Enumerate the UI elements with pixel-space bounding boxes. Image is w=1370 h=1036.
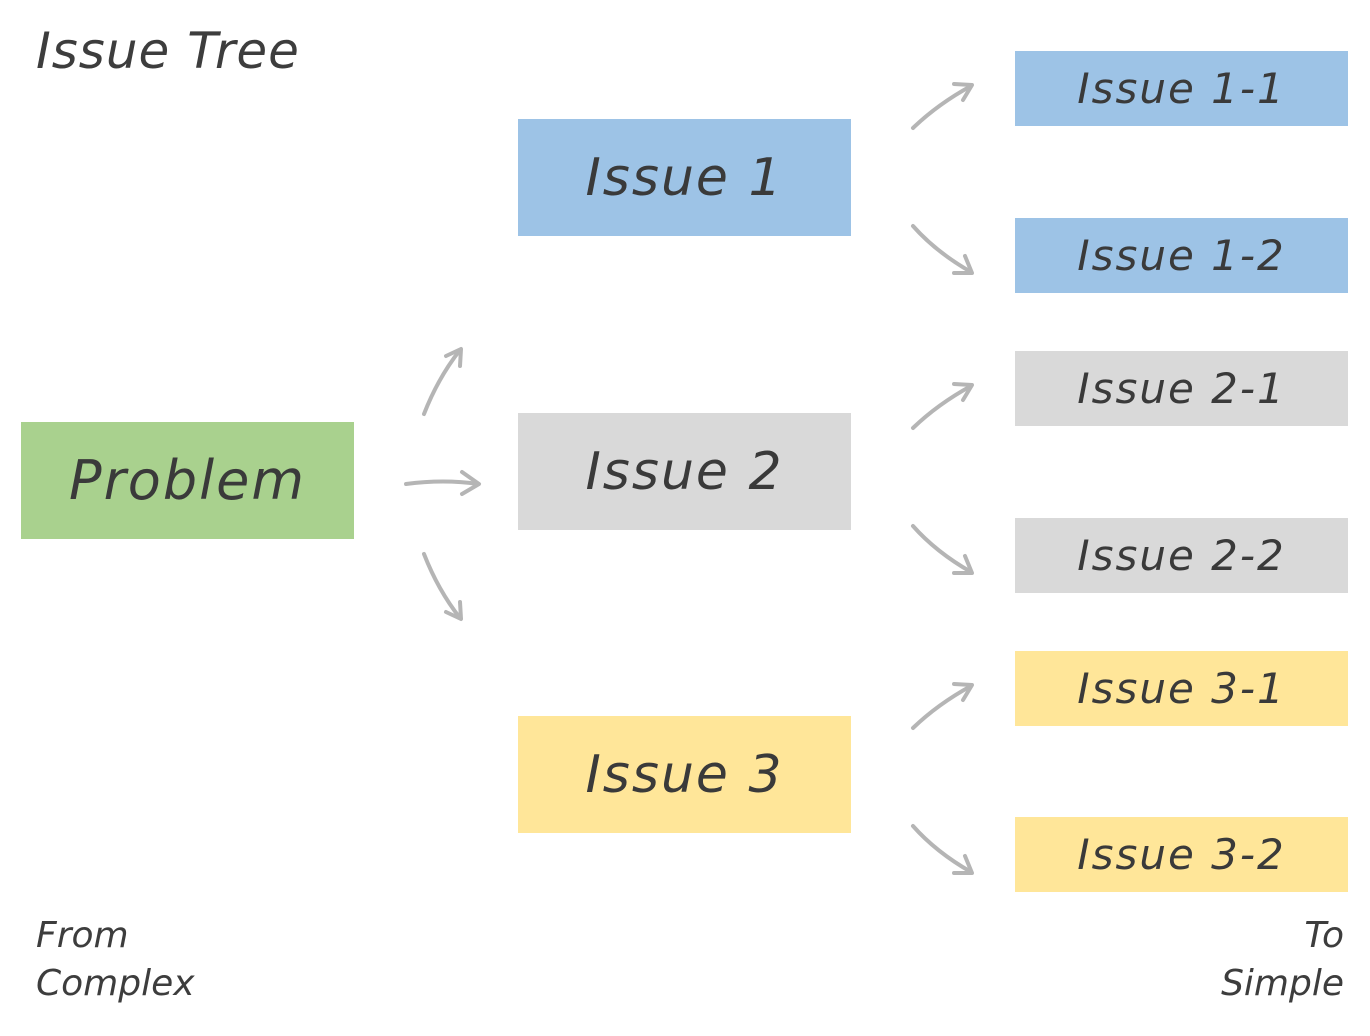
node-issue-1-2-label: Issue 1-2 [1077, 231, 1286, 280]
node-issue-3-2: Issue 3-2 [1015, 817, 1348, 892]
node-issue-1-1-label: Issue 1-1 [1077, 64, 1286, 113]
caption-right-line-1: To [1304, 915, 1344, 956]
arrow-problem-to-issue-3 [422, 552, 463, 621]
caption-left-line-1: From [36, 915, 129, 956]
arrow-issue-3-to-issue-3-2 [911, 824, 974, 875]
node-issue-2-1-label: Issue 2-1 [1077, 364, 1286, 413]
diagram-title: Issue Tree [36, 22, 300, 80]
node-issue-1-1: Issue 1-1 [1015, 51, 1348, 126]
caption-right-line-2: Simple [1221, 963, 1344, 1004]
node-problem-label: Problem [69, 449, 306, 512]
node-issue-3-label: Issue 3 [585, 744, 784, 805]
arrow-issue-1-to-issue-1-1 [911, 82, 974, 130]
node-issue-2: Issue 2 [518, 413, 851, 530]
node-issue-1-label: Issue 1 [585, 147, 784, 208]
caption-left-line-2: Complex [36, 963, 195, 1004]
node-issue-3-1: Issue 3-1 [1015, 651, 1348, 726]
node-issue-1-2: Issue 1-2 [1015, 218, 1348, 293]
node-issue-2-1: Issue 2-1 [1015, 351, 1348, 426]
arrow-issue-2-to-issue-2-2 [911, 524, 974, 575]
node-issue-2-2-label: Issue 2-2 [1077, 531, 1286, 580]
arrow-issue-3-to-issue-3-1 [911, 682, 974, 730]
node-issue-1: Issue 1 [518, 119, 851, 236]
node-issue-2-2: Issue 2-2 [1015, 518, 1348, 593]
node-problem: Problem [21, 422, 354, 539]
node-issue-3: Issue 3 [518, 716, 851, 833]
arrow-problem-to-issue-1 [422, 347, 463, 416]
node-issue-3-1-label: Issue 3-1 [1077, 664, 1286, 713]
node-issue-2-label: Issue 2 [585, 441, 784, 502]
caption-from-complex: From Complex [36, 912, 195, 1008]
caption-to-simple: To Simple [1221, 912, 1344, 1008]
arrow-issue-2-to-issue-2-1 [911, 382, 974, 430]
node-issue-3-2-label: Issue 3-2 [1077, 830, 1286, 879]
arrow-issue-1-to-issue-1-2 [911, 224, 974, 275]
arrow-problem-to-issue-2 [404, 470, 481, 496]
